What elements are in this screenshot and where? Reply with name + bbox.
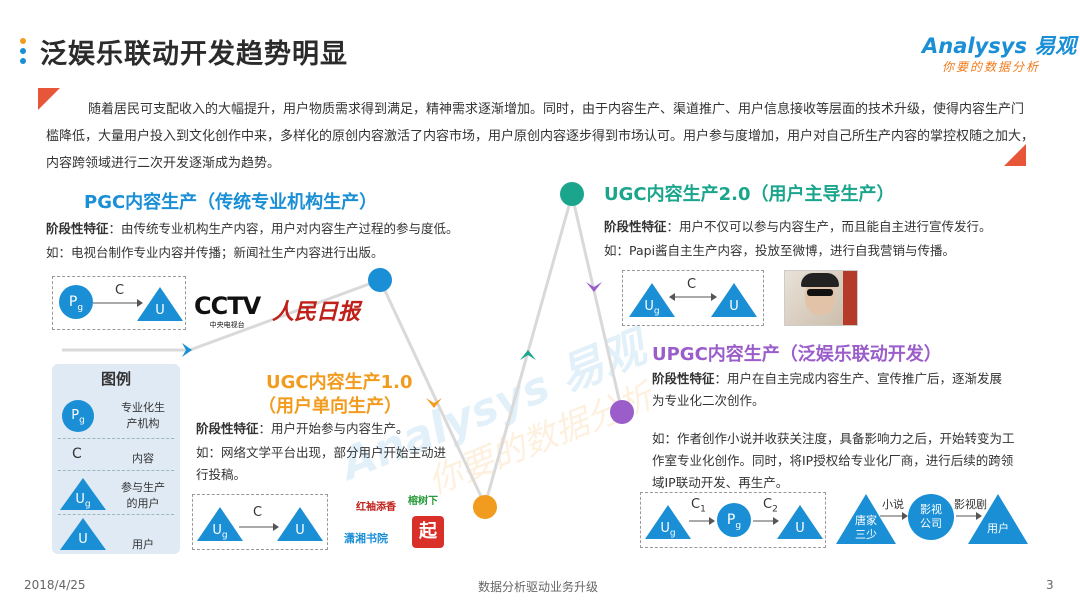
upgc-node-u-label: U [795, 521, 805, 536]
legend-u-icon-label: U [78, 532, 88, 547]
ugc2-example: 如：Papi酱自主生产内容，投放至微博，进行自我营销与传播。 [604, 243, 956, 258]
ugc2-node-ug [629, 283, 675, 317]
page-title: 泛娱乐联动开发趋势明显 [40, 39, 348, 70]
ugc1-title-line2: （用户单向生产） [258, 396, 402, 417]
ugc1-node-u-label: U [295, 523, 305, 538]
legend-ug-label: 参与生产的用户 [121, 481, 165, 510]
chevron-down-icon [426, 398, 442, 408]
footer-date: 2018/4/25 [24, 578, 86, 592]
ugc2-node-ug-label: Ug [644, 299, 660, 317]
legend-c-icon: C [72, 446, 82, 462]
corner-accent-bottom-right [1004, 144, 1026, 166]
chevron-up-icon [520, 350, 536, 360]
footer-center: 数据分析驱动业务升级 [478, 580, 599, 594]
ugc1-node-ug [197, 507, 243, 541]
pgc-node-u [137, 287, 183, 321]
analysys-logo: Analysys 易观 [922, 34, 1077, 58]
papi-photo [784, 270, 858, 326]
rongshuxia-logo: 榕树下 [408, 496, 438, 507]
ugc2-node-u-label: U [729, 299, 739, 314]
arrow-right-icon [880, 512, 908, 520]
qidian-logo: 起 [412, 516, 444, 548]
legend: 图例 Pg 专业化生产机构 C 内容 Ug 参与生产的用户 U 用户 [52, 364, 180, 554]
pgc-node-u-label: U [155, 303, 165, 318]
chevron-down-icon [586, 282, 602, 292]
legend-u-label: 用户 [132, 538, 154, 551]
ugc1-edge-c: C [253, 505, 263, 520]
example-user-label: 用户 [987, 522, 1009, 535]
timeline-node-ugc1 [473, 495, 497, 519]
arrow-right-icon [239, 523, 279, 531]
ugc2-diagram: Ug C U [622, 270, 764, 326]
upgc-feature: 阶段性特征：用户在自主完成内容生产、宣传推广后，逐渐发展为专业化二次创作。 [652, 371, 1003, 408]
legend-ug-icon [60, 478, 106, 510]
example-author-label: 唐家三少 [855, 514, 877, 541]
ugc1-title-line1: UGC内容生产1.0 [266, 372, 413, 393]
ugc1-example: 如：网络文学平台出现，部分用户开始主动进行投稿。 [196, 445, 447, 482]
ugc2-feature: 阶段性特征：用户不仅可以参与内容生产，而且能自主进行宣传发行。 [604, 219, 992, 234]
ugc2-edge-c: C [687, 277, 697, 292]
upgc-node-ug-label: Ug [660, 521, 676, 539]
arrow-right-icon [93, 299, 143, 307]
timeline-node-pgc [368, 268, 392, 292]
intro-paragraph: 随着居民可支配收入的大幅提升，用户物质需求得到满足，精神需求逐渐增加。同时，由于… [46, 102, 1035, 171]
timeline-node-ugc2 [560, 182, 584, 206]
chevron-right-icon [182, 343, 192, 357]
pgc-title: PGC内容生产（传统专业机构生产） [84, 192, 378, 213]
upgc-title: UPGC内容生产（泛娱乐联动开发） [652, 344, 942, 365]
ugc2-node-u [711, 283, 757, 317]
upgc-node-u [777, 505, 823, 539]
ugc1-feature: 阶段性特征：用户开始参与内容生产。 [196, 421, 409, 436]
upgc-node-ug [645, 505, 691, 539]
rmrb-logo: 人民日报 [272, 299, 361, 325]
hongxiu-logo: 红袖添香 [356, 502, 396, 513]
timeline-node-upgc [610, 400, 634, 424]
pgc-diagram: Pg C U [52, 276, 186, 330]
pgc-feature-label: 阶段性特征 [46, 221, 109, 236]
ugc1-node-u [277, 507, 323, 541]
corner-accent-top-left [38, 88, 60, 110]
arrow-right-icon [753, 517, 779, 525]
upgc-edge-c1: C1 [691, 497, 706, 515]
ugc1-diagram: Ug C U [192, 494, 328, 550]
pgc-feature: 阶段性特征：由传统专业机构生产内容，用户对内容生产过程的参与度低。 [46, 218, 506, 240]
example-film-company-node: 影视公司 [908, 494, 954, 540]
xiaoxiang-logo: 潇湘书院 [344, 532, 388, 545]
arrow-both-icon [669, 293, 717, 301]
upgc-node-pg: Pg [717, 503, 751, 537]
cctv-logo: CCTV 中央电视台 [194, 292, 261, 329]
analysys-slogan: 你要的数据分析 [942, 60, 1041, 74]
pgc-example: 如：电视台制作专业内容并传播；新闻社生产内容进行出版。 [46, 245, 384, 260]
arrow-right-icon [689, 517, 715, 525]
pgc-feature-text: ：由传统专业机构生产内容，用户对内容生产过程的参与度低。 [108, 221, 459, 236]
ugc1-node-ug-label: Ug [212, 523, 228, 541]
page-number: 3 [1046, 578, 1054, 592]
example-user-node [968, 494, 1028, 544]
pgc-edge-c: C [115, 283, 125, 298]
legend-pg-icon: Pg [62, 400, 94, 432]
legend-title: 图例 [100, 370, 131, 388]
example-edge-novel: 小说 [882, 498, 904, 511]
legend-pg-label: 专业化生产机构 [121, 401, 165, 430]
upgc-example: 如：作者创作小说并收获关注度，具备影响力之后，开始转变为工作室专业化创作。同时，… [652, 431, 1015, 490]
legend-ug-icon-label: Ug [75, 492, 91, 510]
pgc-node-pg: Pg [59, 285, 93, 319]
legend-u-icon [60, 518, 106, 550]
upgc-edge-c2: C2 [763, 497, 778, 515]
legend-c-label: 内容 [132, 452, 154, 465]
upgc-diagram: Ug C1 Pg C2 U [640, 492, 826, 548]
example-author-node [836, 494, 896, 544]
ugc2-title: UGC内容生产2.0（用户主导生产） [604, 184, 895, 205]
